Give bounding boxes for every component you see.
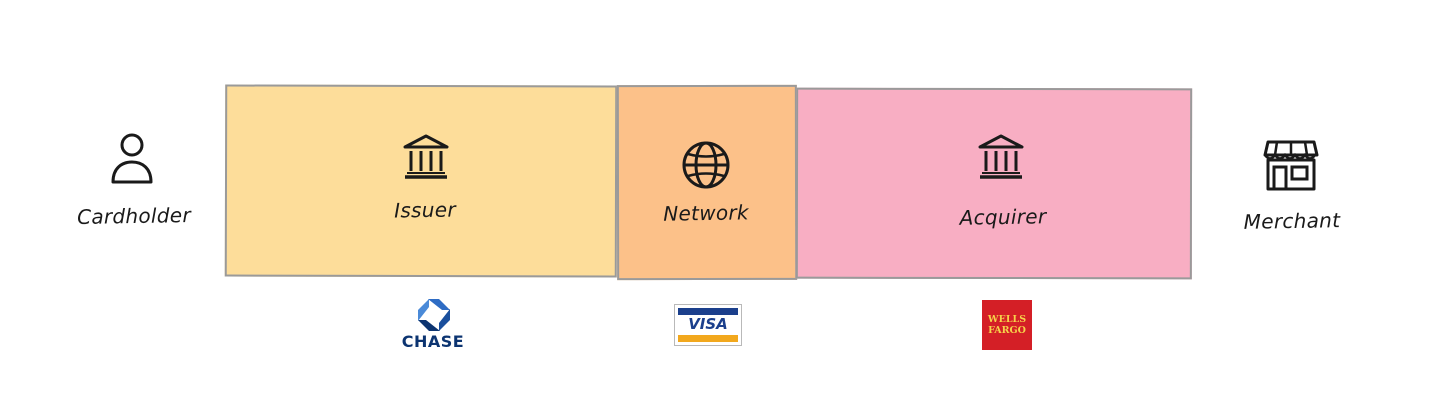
- chase-logo: CHASE: [398, 298, 468, 352]
- wells-fargo-logo: WELLS FARGO: [982, 300, 1032, 350]
- merchant-label: Merchant: [1243, 208, 1341, 234]
- acquirer-box: [795, 87, 1193, 280]
- chase-octagon-icon: [418, 299, 450, 331]
- globe-icon: [681, 140, 731, 190]
- bank-icon: [977, 133, 1025, 181]
- bank-icon: [402, 133, 450, 181]
- wells-fargo-line2: FARGO: [988, 325, 1026, 336]
- issuer-box: [224, 84, 618, 278]
- cardholder-label: Cardholder: [76, 203, 192, 229]
- network-label: Network: [662, 200, 750, 226]
- visa-top-band: [678, 308, 738, 315]
- issuer-label: Issuer: [393, 197, 457, 223]
- chase-wordmark: CHASE: [401, 332, 465, 351]
- person-icon: [108, 130, 156, 186]
- visa-bottom-band: [678, 335, 738, 342]
- visa-logo: VISA: [674, 304, 742, 346]
- acquirer-label: Acquirer: [959, 204, 1047, 230]
- wells-fargo-line1: WELLS: [987, 314, 1027, 325]
- visa-wordmark: VISA: [688, 315, 728, 333]
- store-icon: [1263, 139, 1319, 193]
